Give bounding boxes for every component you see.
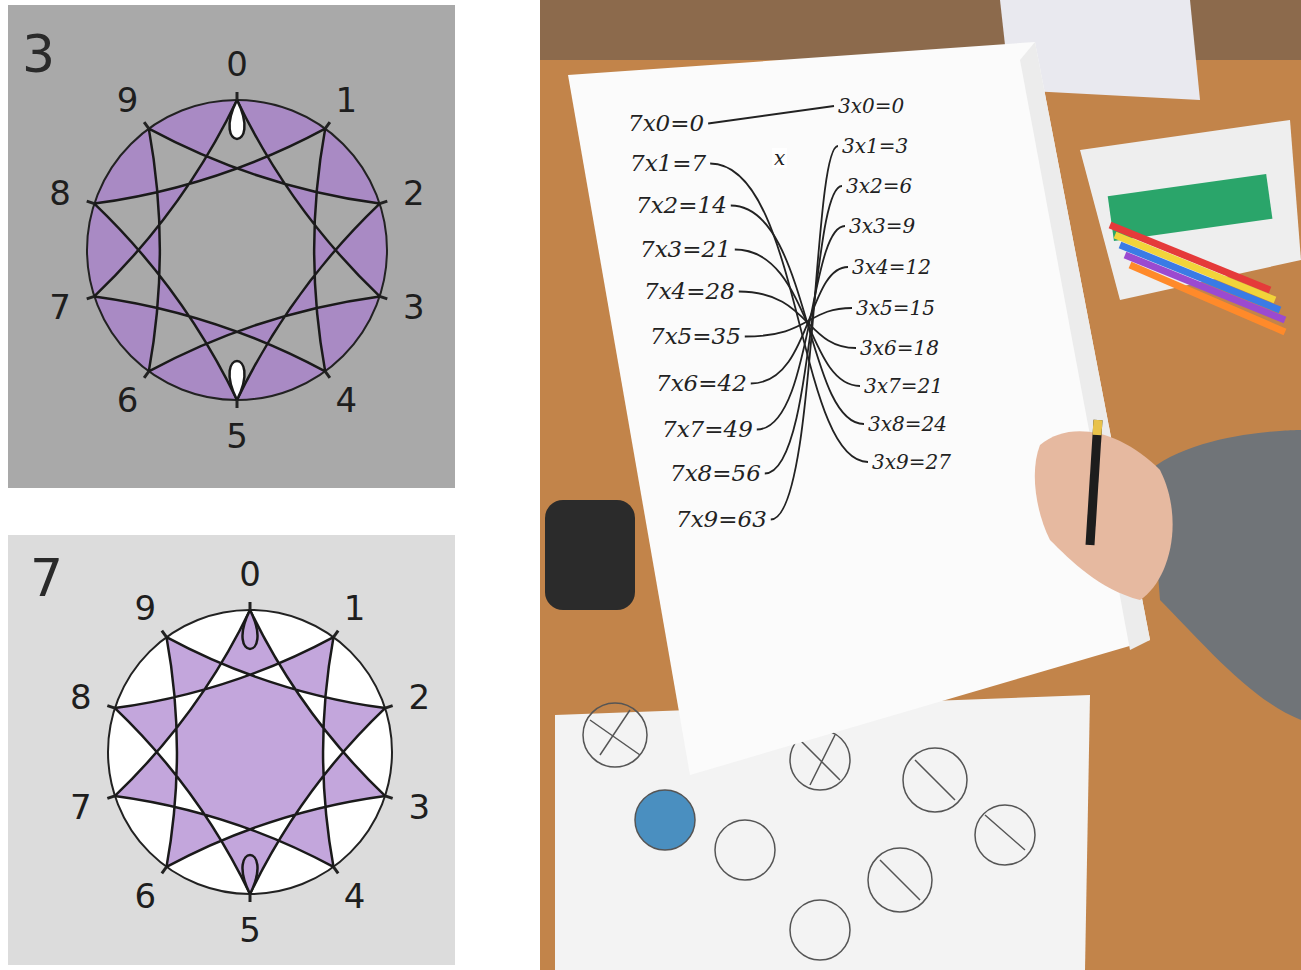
dial-number: 9: [135, 591, 157, 625]
dial-number: 0: [226, 47, 248, 81]
matching-curve: [739, 292, 856, 349]
dial-number: 6: [117, 383, 139, 417]
times-fact: 7x5=35: [650, 325, 741, 348]
times-fact: 7x4=28: [644, 280, 735, 303]
tick: [333, 631, 338, 637]
matching-curve: [708, 106, 834, 124]
dial-number: 4: [335, 383, 357, 417]
dial-number: 3: [403, 290, 425, 324]
dial-number: 1: [344, 591, 366, 625]
tick: [385, 796, 393, 798]
tick: [162, 867, 167, 873]
pattern-line: [115, 610, 385, 894]
dial-number: 8: [70, 680, 92, 714]
panel-number: 3: [22, 28, 55, 80]
times-fact: 3x6=18: [860, 338, 939, 358]
dial-number: 7: [49, 290, 71, 324]
tick: [325, 371, 330, 377]
dial-number: 0: [239, 557, 261, 591]
times-fact: 3x0=0: [838, 96, 904, 116]
times-fact: 3x7=21: [864, 376, 943, 396]
loop: [242, 855, 257, 894]
times-fact: 3x5=15: [856, 298, 935, 318]
dial-number: 7: [70, 790, 92, 824]
matching-curve: [735, 250, 860, 387]
dial-number: 3: [408, 790, 430, 824]
number-circle: [108, 610, 392, 894]
tick: [333, 867, 338, 873]
tick: [87, 296, 95, 298]
panel-number: 7: [30, 552, 63, 604]
dial-number: 8: [49, 176, 71, 210]
times-fact: 7x1=7: [630, 152, 706, 175]
times-fact: 7x6=42: [656, 372, 747, 395]
tick: [236, 92, 239, 100]
tick: [87, 201, 95, 203]
tick: [162, 631, 167, 637]
number-circle: [87, 100, 387, 400]
times-fact: 7x3=21: [640, 238, 731, 261]
worksheet-paper: [568, 42, 1150, 775]
times-fact: 7x8=56: [670, 462, 761, 485]
tick: [385, 706, 393, 708]
dial-number: 2: [408, 680, 430, 714]
times-fact: 3x4=12: [852, 257, 931, 277]
tick: [380, 201, 388, 203]
photo-panel: [8, 535, 455, 965]
tick: [380, 296, 388, 298]
tick: [249, 602, 252, 610]
tick: [249, 894, 252, 902]
times-fact: 7x7=49: [662, 418, 753, 441]
matching-curve: [765, 186, 842, 474]
pattern-fill: [94, 100, 379, 400]
pattern-fill: [115, 610, 385, 894]
times-fact: 3x8=24: [868, 414, 947, 434]
times-fact: 7x2=14: [636, 194, 727, 217]
times-fact: 7x0=0: [628, 112, 704, 135]
small-circle-drawings: [583, 703, 1035, 960]
paper-sheet: [555, 695, 1090, 970]
colored-pencils: [1108, 174, 1285, 332]
times-fact: 3x2=6: [846, 176, 912, 196]
times-fact: 7x9=63: [676, 508, 767, 531]
matching-curve: [745, 308, 852, 337]
loop: [242, 610, 257, 649]
dial-number: 1: [335, 83, 357, 117]
dial-number: 5: [239, 913, 261, 947]
tick: [107, 706, 115, 708]
dial-number: 2: [403, 176, 425, 210]
loop: [229, 100, 244, 139]
dial-number: 6: [135, 879, 157, 913]
tick: [144, 371, 149, 377]
hand: [1035, 420, 1301, 720]
dial-number: 4: [344, 879, 366, 913]
tick: [107, 796, 115, 798]
times-fact: 3x9=27: [872, 452, 951, 472]
photo-panel: [8, 5, 455, 488]
times-fact: 3x3=9: [849, 216, 915, 236]
pencil-case: [545, 500, 635, 610]
dial-number: 9: [117, 83, 139, 117]
cross-mark: x: [772, 148, 787, 168]
times-fact: 3x1=3: [842, 136, 908, 156]
matching-curve: [771, 146, 838, 520]
tick: [236, 400, 239, 408]
table-photo: [540, 0, 1301, 970]
matching-curve: [731, 206, 864, 425]
loop: [229, 361, 244, 400]
tick: [144, 122, 149, 128]
dial-number: 5: [226, 419, 248, 453]
pattern-line: [94, 100, 379, 400]
tick: [325, 122, 330, 128]
